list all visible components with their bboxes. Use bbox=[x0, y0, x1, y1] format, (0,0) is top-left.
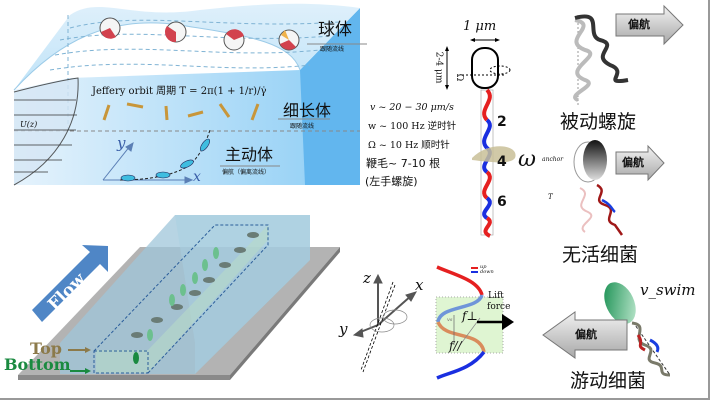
passive-helix-diagram bbox=[573, 4, 684, 105]
torque-label: T bbox=[548, 193, 553, 201]
lift-force-diagram bbox=[435, 265, 514, 380]
channel-diagram bbox=[18, 215, 340, 380]
active-swimmers bbox=[120, 138, 211, 182]
swimming-bacterium-diagram bbox=[542, 282, 671, 377]
body-rotation-label: Ω bbox=[454, 73, 465, 82]
vs-label: vs bbox=[447, 317, 453, 323]
force-label: force bbox=[487, 302, 511, 312]
yaw-arrow-1 bbox=[615, 4, 684, 46]
sphere-label: 球体 bbox=[318, 20, 352, 40]
width-label: 1 μm bbox=[463, 19, 497, 34]
axis-y-label-2: y bbox=[339, 320, 348, 338]
bacterium-diagram bbox=[445, 38, 516, 238]
passive-helix-label: 被动螺旋 bbox=[560, 111, 637, 133]
legend-down: down bbox=[480, 269, 494, 275]
flow-box bbox=[13, 3, 367, 186]
sphere-sublabel: 跟随流线 bbox=[320, 46, 345, 53]
swimming-bacteria-label: 游动细菌 bbox=[570, 370, 647, 392]
yaw-arrow-2 bbox=[615, 144, 665, 182]
f-parallel-label: f// bbox=[449, 339, 462, 353]
axis-x-label-2: x bbox=[415, 276, 424, 294]
turn-mark-2: 2 bbox=[497, 114, 507, 130]
yaw-label-2: 偏航 bbox=[622, 156, 644, 169]
legend-up: up bbox=[480, 264, 487, 270]
rod-particles bbox=[102, 102, 260, 121]
flow-arrow bbox=[32, 245, 108, 322]
axis-z-label: z bbox=[363, 269, 371, 287]
active-body-sublabel: 偏航（偏离流线） bbox=[222, 169, 271, 176]
length-label: 2-4 μm bbox=[433, 51, 444, 84]
lift-label: Lift bbox=[488, 291, 504, 301]
param-flagella-rotation: w ~ 100 Hz 逆时针 bbox=[368, 121, 457, 132]
turn-mark-6: 6 bbox=[497, 194, 507, 210]
v-swim-label: v_swim bbox=[640, 281, 696, 299]
axis-x-label: x bbox=[193, 169, 201, 185]
yaw-label-1: 偏航 bbox=[628, 18, 650, 31]
flow-axes bbox=[102, 141, 194, 184]
velocity-profile-label: U(z) bbox=[20, 120, 38, 129]
jeffery-orbit-formula: Jeffery orbit 周期 T = 2π(1 + 1/r)/γ̇ bbox=[92, 86, 267, 97]
channel-particles bbox=[131, 232, 259, 338]
dead-bacteria-label: 无活细菌 bbox=[562, 244, 639, 266]
bottom-label: Bottom bbox=[4, 355, 71, 374]
rod-sublabel: 跟随流线 bbox=[290, 123, 315, 130]
axis-y-label: y bbox=[117, 134, 126, 152]
f-perp-label: f⊥ bbox=[462, 309, 478, 323]
active-body-label: 主动体 bbox=[225, 145, 274, 164]
yaw-arrow-3 bbox=[542, 311, 628, 359]
yaw-label-3: 偏航 bbox=[575, 328, 597, 341]
param-body-rotation: Ω ~ 10 Hz 顺时针 bbox=[368, 140, 450, 151]
top-label: Top bbox=[30, 339, 62, 358]
rotation-axes-diagram bbox=[352, 273, 418, 373]
anchor-label: anchor bbox=[542, 156, 564, 163]
rod-label: 细长体 bbox=[283, 101, 332, 120]
param-helix-handedness: (左手螺旋) bbox=[365, 175, 418, 188]
anchored-bacterium-diagram bbox=[573, 140, 665, 236]
sphere-particles bbox=[99, 17, 300, 51]
param-speed: v ~ 20 − 30 μm/s bbox=[370, 102, 454, 113]
param-flagella-count: 鞭毛~ 7-10 根 bbox=[366, 157, 441, 170]
omega-label: ω bbox=[518, 147, 536, 172]
turn-mark-4: 4 bbox=[497, 154, 507, 170]
